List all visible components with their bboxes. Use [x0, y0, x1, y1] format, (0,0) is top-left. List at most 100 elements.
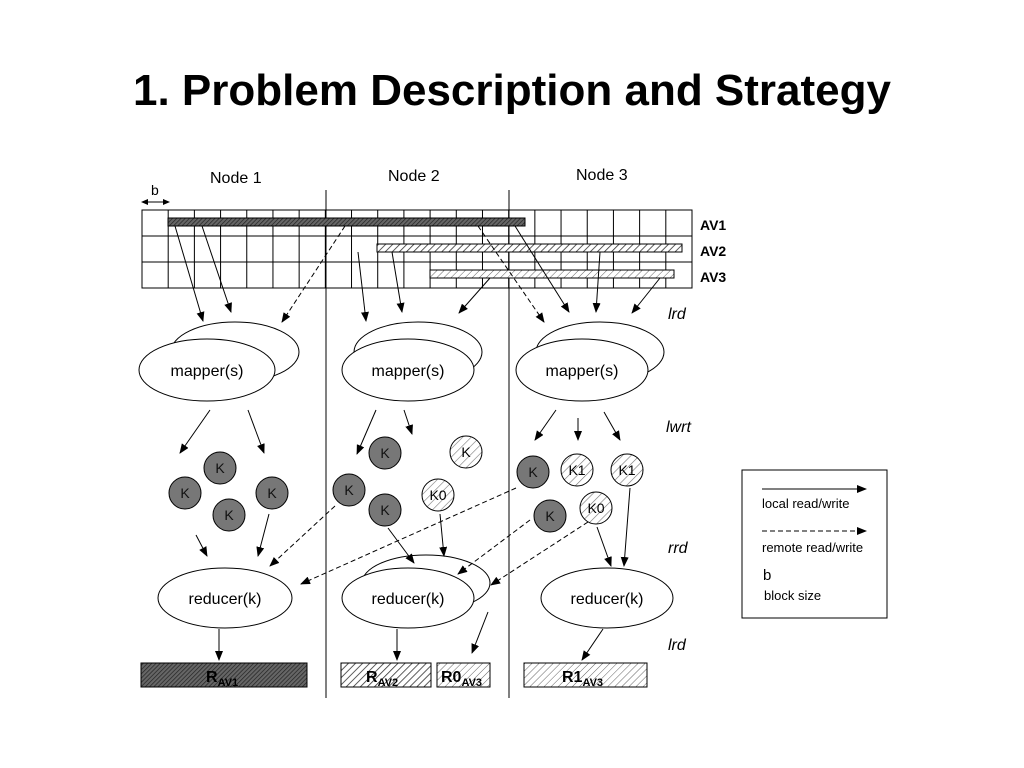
key-circle: K [516, 455, 550, 489]
reducer-label: reducer(k) [571, 591, 644, 608]
legend-b-symbol: b [763, 567, 771, 584]
svg-text:K: K [344, 482, 354, 498]
key-circle: K [533, 499, 567, 533]
svg-text:K: K [528, 464, 538, 480]
key-circle: K [255, 476, 289, 510]
node-2-label: Node 2 [388, 168, 440, 185]
local-arrow [514, 225, 570, 313]
local-arrow [195, 534, 208, 557]
remote-arrow [490, 521, 589, 586]
result-r0-av3: R0AV3 [436, 662, 491, 689]
array-bar-av2 [376, 243, 683, 253]
phase-label-lrd-bottom: lrd [668, 637, 687, 654]
local-arrow [631, 277, 661, 314]
svg-text:K: K [461, 444, 471, 460]
key-circle: K [168, 476, 202, 510]
mapper-label: mapper(s) [171, 363, 244, 380]
mapper-label: mapper(s) [372, 363, 445, 380]
svg-text:R1AV3: R1AV3 [562, 669, 603, 689]
local-arrow [471, 611, 489, 654]
slide-title: 1. Problem Description and Strategy [133, 66, 891, 115]
local-arrow [596, 526, 612, 567]
svg-text:K1: K1 [568, 462, 585, 478]
local-arrow [357, 251, 369, 322]
mapper-label: mapper(s) [546, 363, 619, 380]
svg-text:K: K [180, 485, 190, 501]
reducer-node-2: reducer(k) [341, 554, 491, 629]
legend-block-size-label: block size [764, 588, 821, 603]
local-arrow [356, 409, 377, 455]
reducer-node-3: reducer(k) [540, 567, 674, 629]
result-r-av1: RAV1 [140, 662, 308, 689]
local-arrow [247, 409, 265, 454]
remote-arrow [269, 505, 336, 567]
mapper-node-3: mapper(s) [515, 321, 665, 402]
flow-arrows [174, 225, 661, 661]
key-circle: K [449, 435, 483, 469]
svg-text:K: K [380, 502, 390, 518]
key-circle: K1 [560, 453, 594, 487]
remote-arrow [300, 487, 517, 585]
node-1-label: Node 1 [210, 170, 262, 187]
remote-arrow [457, 519, 531, 575]
legend-local-label: local read/write [762, 496, 849, 511]
legend-remote-label: remote read/write [762, 540, 863, 555]
local-arrow [179, 409, 211, 454]
legend: local read/write remote read/write b blo… [741, 469, 888, 619]
remote-arrow [281, 225, 346, 323]
local-arrow [391, 251, 405, 313]
local-arrow [581, 628, 604, 661]
reducer-node-1: reducer(k) [157, 567, 293, 629]
array-label-av1: AV1 [700, 217, 726, 233]
key-circle: K [212, 498, 246, 532]
result-r-av2: RAV2 [340, 662, 432, 689]
local-arrow [256, 513, 270, 557]
svg-text:R0AV3: R0AV3 [441, 669, 482, 689]
svg-text:K0: K0 [429, 487, 446, 503]
key-circle: K [368, 436, 402, 470]
local-arrow [592, 251, 601, 313]
block-size-marker-label: b [151, 182, 159, 198]
array-label-av2: AV2 [700, 243, 726, 259]
key-circle: K0 [579, 491, 613, 525]
mapper-node-1: mapper(s) [138, 321, 300, 402]
array-bar-av3 [429, 269, 675, 279]
svg-text:K: K [224, 507, 234, 523]
local-arrow [403, 409, 413, 435]
svg-text:RAV2: RAV2 [366, 669, 398, 689]
svg-text:K: K [545, 508, 555, 524]
local-arrow [603, 411, 621, 441]
key-circle: K [368, 493, 402, 527]
local-arrow [458, 277, 491, 314]
svg-text:K: K [215, 460, 225, 476]
block-size-marker-left-head [141, 199, 148, 205]
reducer-label: reducer(k) [189, 591, 262, 608]
phase-label-rrd: rrd [668, 540, 689, 557]
block-size-marker-right-head [163, 199, 170, 205]
key-circle: K [332, 473, 366, 507]
local-arrow [439, 513, 448, 557]
result-r1-av3: R1AV3 [523, 662, 648, 689]
phase-label-lwrt: lwrt [666, 419, 691, 436]
remote-arrow [477, 225, 545, 323]
svg-text:K: K [267, 485, 277, 501]
key-circle: K0 [421, 478, 455, 512]
svg-text:K: K [380, 445, 390, 461]
mapper-node-2: mapper(s) [341, 321, 483, 402]
node-3-label: Node 3 [576, 167, 628, 184]
local-arrow [387, 527, 415, 564]
reducer-label: reducer(k) [372, 591, 445, 608]
array-label-av3: AV3 [700, 269, 726, 285]
svg-text:RAV1: RAV1 [206, 669, 238, 689]
phase-label-lrd-top: lrd [668, 306, 687, 323]
local-arrow [201, 225, 232, 313]
local-arrow [534, 409, 557, 441]
svg-text:K1: K1 [618, 462, 635, 478]
svg-text:K0: K0 [587, 500, 604, 516]
key-circle: K1 [610, 453, 644, 487]
array-bar-av1 [167, 217, 526, 227]
local-arrow [174, 225, 205, 322]
